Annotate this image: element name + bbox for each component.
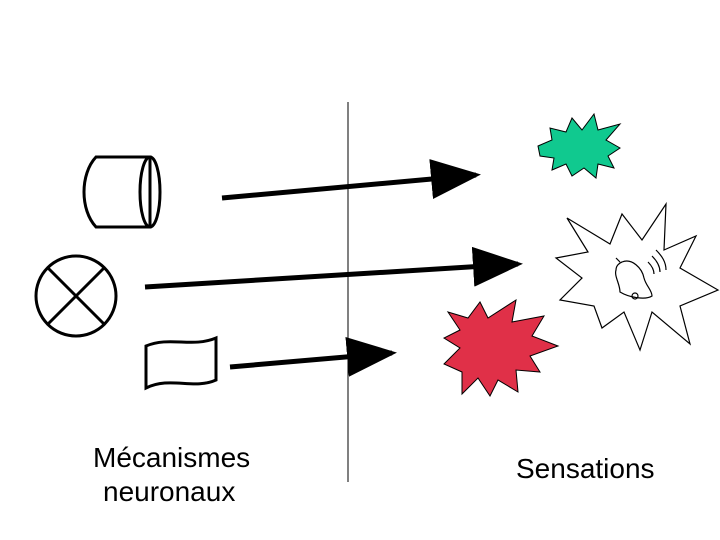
cylinder-icon [82, 155, 162, 229]
red-burst-icon [442, 298, 560, 397]
left-caption-line2: neuronaux [103, 476, 236, 507]
arrow-middle [144, 246, 523, 290]
white-burst-icon [554, 201, 720, 352]
crossed-circle-icon [34, 254, 118, 338]
flag-shape-icon [144, 335, 218, 391]
green-burst-icon [537, 112, 622, 179]
arrow-top [221, 159, 481, 201]
left-caption-line1: Mécanismes [93, 442, 251, 473]
left-caption: Mécanismes neuronaux [93, 441, 250, 509]
arrow-bottom [229, 336, 397, 377]
right-caption: Sensations [516, 453, 655, 484]
bell-icon [614, 249, 667, 300]
